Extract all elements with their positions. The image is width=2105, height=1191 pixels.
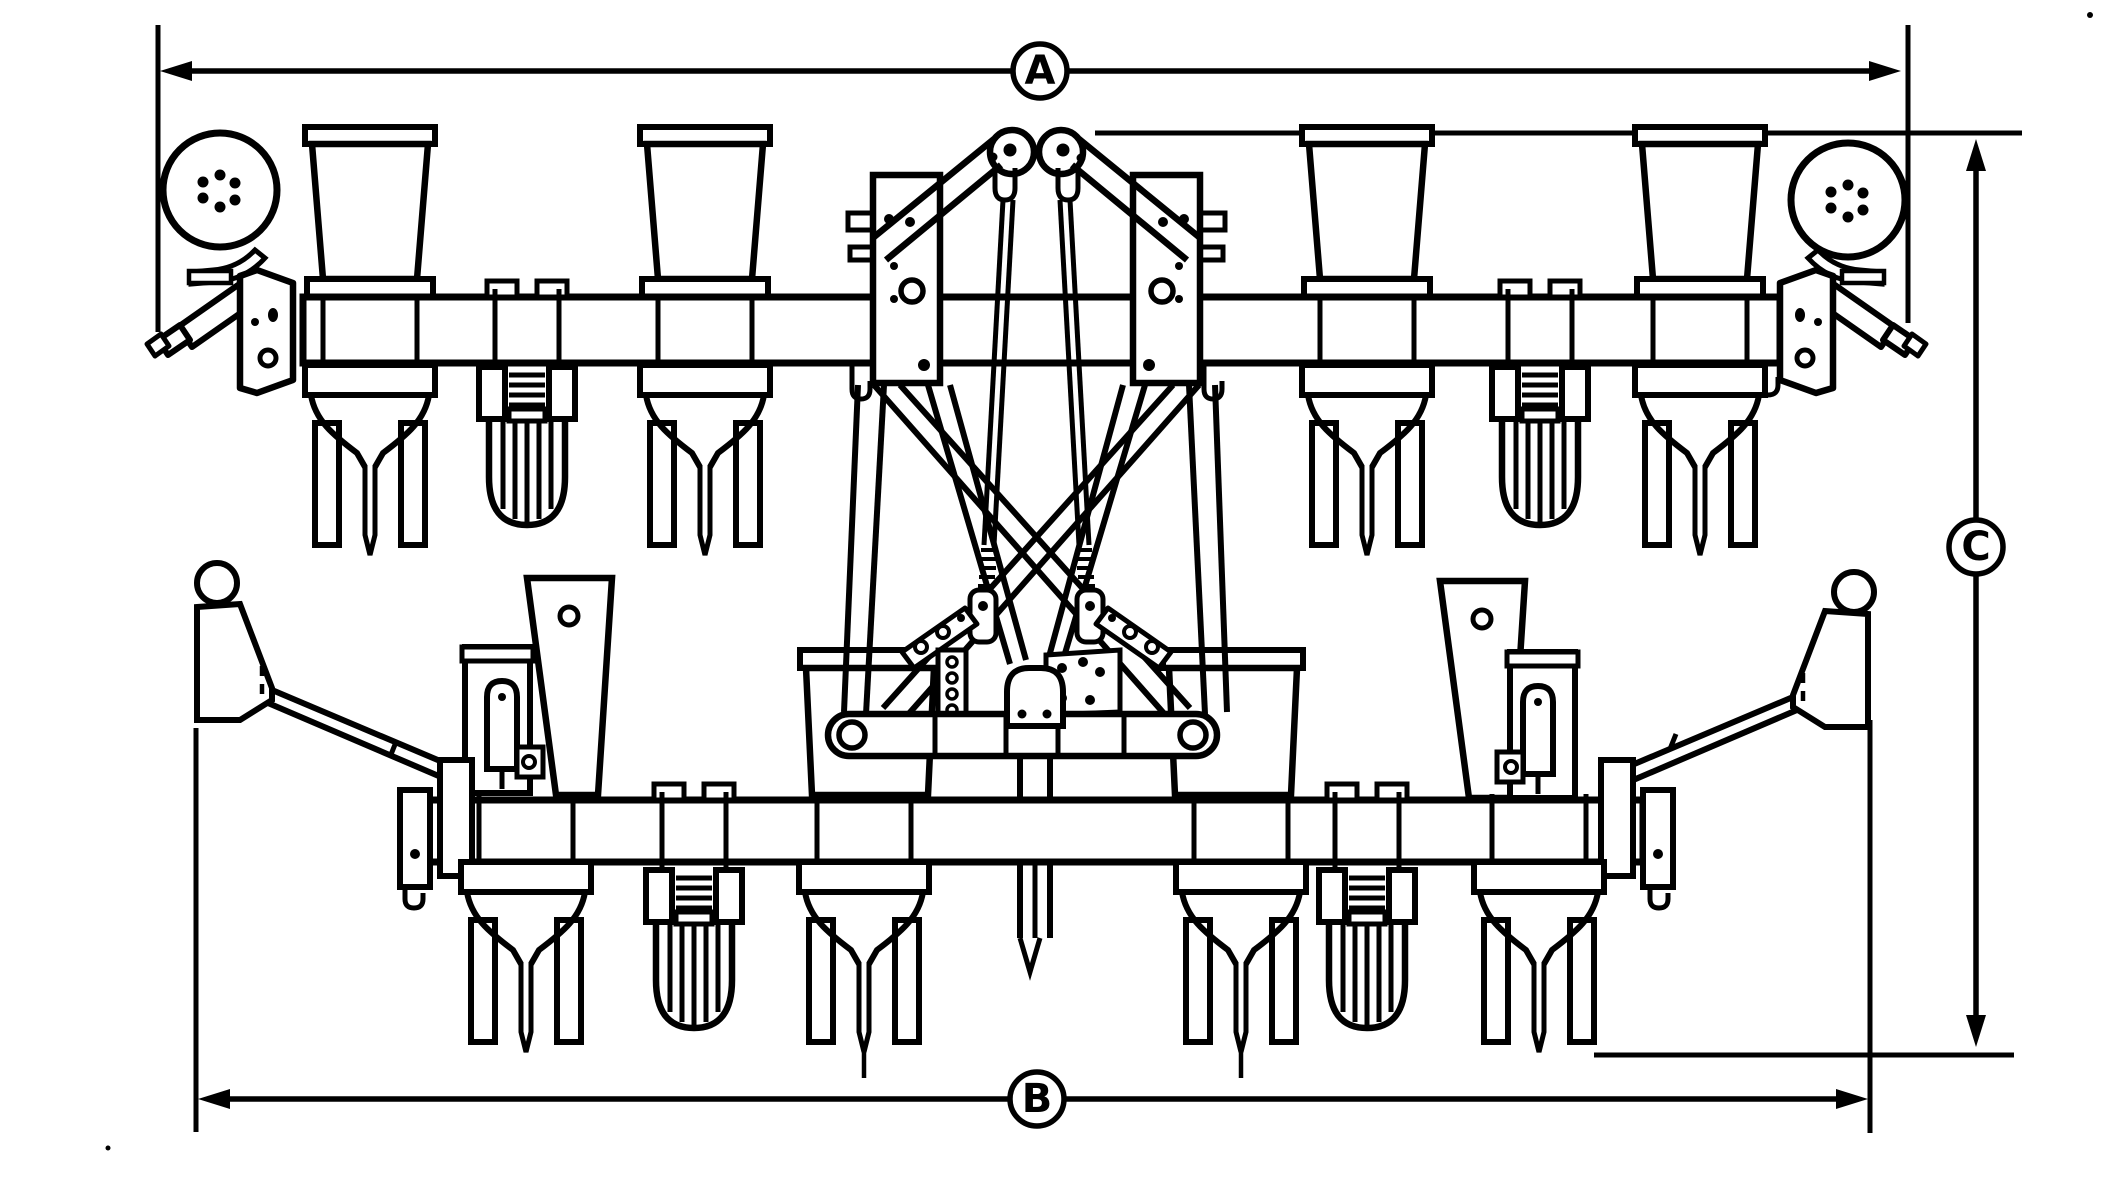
link-pin-right [1177,719,1209,751]
speck [105,1145,111,1151]
seed-hopper-2 [640,127,770,297]
dimension-b-label: B [1022,1076,1053,1122]
stand-plate-right-hole [1470,607,1494,631]
lower-bar-end-plate-right [1640,787,1676,890]
centre-clevis [1004,665,1066,729]
dimension-c-label: C [1961,524,1990,570]
label-b-circle [1007,1069,1067,1129]
label-c-circle [1946,517,2006,577]
seed-hopper-4 [1635,127,1765,297]
link-pin-left [836,719,868,751]
label-a-circle [1010,41,1070,101]
speck [2087,12,2093,18]
upper-toolbar-assembly [144,126,1929,555]
centre-linkage [824,168,1230,802]
seed-hopper-3 [1302,127,1432,297]
gauge-stand-left [194,560,454,783]
lower-toolbar-group [397,757,1676,1078]
lower-toolbar [424,796,1647,866]
turnbuckle-right [1055,168,1174,671]
upper-toolbar [299,293,1784,367]
disc-marker-right [1791,143,1905,257]
extension-lines [155,25,2022,1133]
dimension-c: C [1946,139,2006,1047]
dimension-a: A [160,41,1901,101]
end-clamp-right [1598,757,1636,879]
lift-cylinder-right [1497,652,1578,798]
end-clamp-left [437,757,475,879]
stand-plate-left [523,574,616,799]
lower-toolbar-assembly [194,560,1877,802]
stand-plate-left-hole [557,604,581,628]
dimension-a-label: A [1025,48,1056,94]
dimension-b: B [198,1069,1868,1129]
end-assembly-left [144,133,297,397]
disc-marker-left [163,133,277,247]
seed-hopper-1 [305,127,435,297]
end-assembly-right [1776,143,1929,397]
bar-hook [849,365,873,402]
hitch-mast [845,126,1228,387]
turnbuckle-left [899,168,1018,671]
gauge-stand-right [1611,569,1877,790]
lower-bar-end-plate-left [397,787,433,890]
